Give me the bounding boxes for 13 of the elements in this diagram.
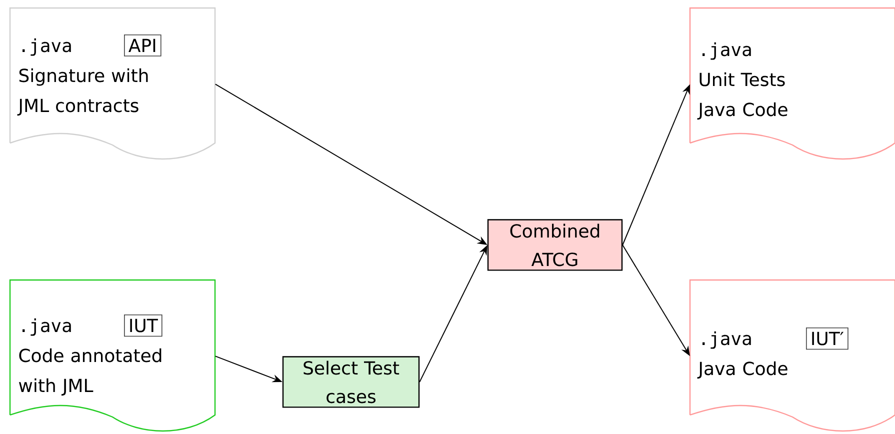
tag-box: API: [124, 34, 162, 56]
file-extension: .java: [22, 38, 71, 56]
description-text: Unit Tests Java Code: [697, 72, 788, 120]
description-text: Java Code: [697, 361, 788, 379]
file-extension: .java: [702, 42, 751, 60]
select-box: Select Test cases: [282, 356, 420, 408]
tag-box: IUT′: [806, 327, 848, 350]
tag-box: IUT: [124, 314, 162, 337]
description-text: Code annotated with JML: [18, 348, 162, 396]
file-extension: .java: [702, 331, 751, 349]
file-extension: .java: [22, 318, 71, 336]
description-text: Signature with JML contracts: [17, 68, 148, 116]
process-box: Combined ATCG: [487, 219, 623, 271]
